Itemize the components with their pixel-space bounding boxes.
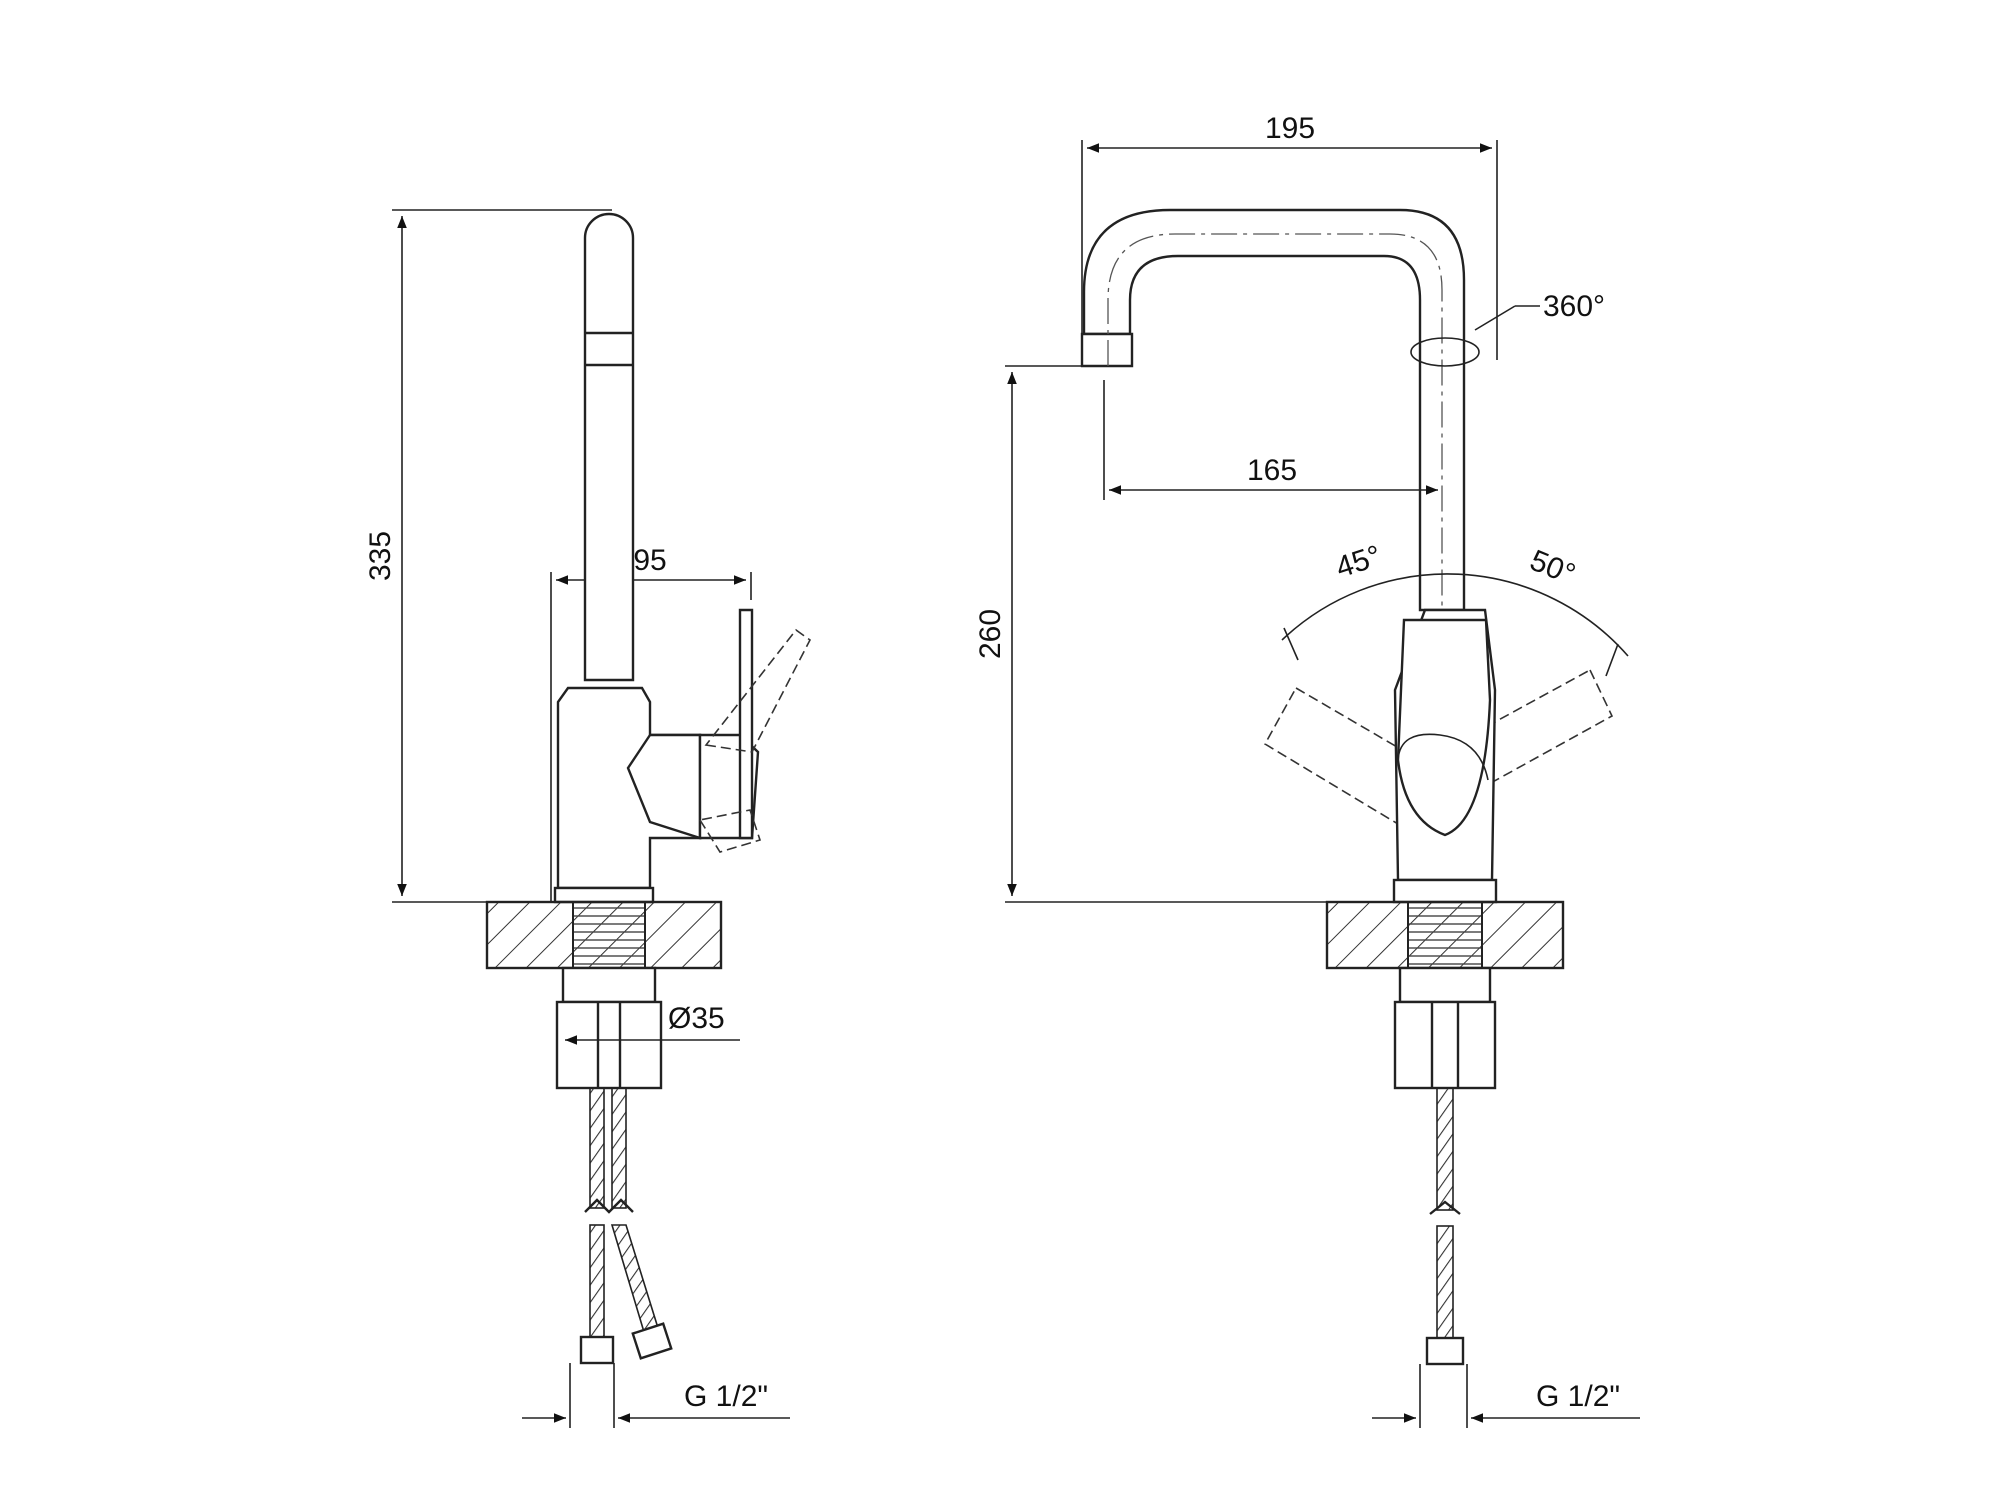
side-hose-lower-right [610, 1224, 660, 1333]
front-angle-right-label: 50° [1525, 544, 1579, 592]
side-shank [561, 966, 657, 1004]
front-height-label: 260 [974, 609, 1007, 659]
front-lever-contour [1397, 733, 1489, 781]
side-base-ring [553, 886, 655, 904]
front-threaded-shank [1407, 901, 1483, 969]
front-lock-nut [1393, 1000, 1497, 1090]
front-rotation-ellipse [1410, 337, 1480, 367]
front-lever [1396, 618, 1492, 837]
front-offset-label: 165 [1247, 454, 1297, 487]
front-hose-lower [1436, 1225, 1454, 1339]
side-body-neck [626, 733, 702, 840]
side-view: 335 95 Ø35 [364, 209, 812, 1428]
front-thread-label: G 1/2" [1536, 1380, 1620, 1413]
side-threaded-shank [572, 901, 646, 969]
front-hose-upper [1436, 1087, 1454, 1211]
front-spout [1082, 208, 1466, 612]
side-thread-label: G 1/2" [684, 1380, 768, 1413]
front-reach-label: 195 [1265, 112, 1315, 145]
front-angle-arc [1281, 573, 1629, 657]
front-angle-tick-right [1605, 643, 1619, 677]
front-angle-left-label: 45° [1332, 539, 1385, 584]
side-hose-fitting-left [579, 1335, 615, 1365]
front-hose-fitting [1425, 1336, 1465, 1366]
side-hose-lower-left [589, 1224, 605, 1338]
front-view: 195 360° 165 260 45° 50° [974, 112, 1640, 1428]
side-lever-alt-hub [698, 809, 762, 853]
front-hose-break [1429, 1200, 1461, 1215]
side-height-label: 335 [364, 531, 397, 581]
front-rotation-label: 360° [1543, 290, 1605, 323]
front-shank [1398, 966, 1492, 1004]
side-diameter-label: Ø35 [668, 1002, 725, 1035]
front-base-ring [1392, 878, 1498, 904]
side-offset-label: 95 [633, 544, 666, 577]
side-lever-alt-position [704, 628, 812, 753]
side-lock-nut [555, 1000, 663, 1090]
front-spout-outlet [1080, 332, 1134, 368]
side-spout-tube [583, 212, 635, 682]
side-hose-upper-left [589, 1087, 605, 1209]
front-rotation-leader [1474, 305, 1516, 331]
side-hose-fitting-right [631, 1322, 673, 1360]
front-angle-tick-left [1283, 627, 1299, 661]
front-spout-centerline [1107, 233, 1443, 880]
side-lever-handle [738, 608, 754, 840]
side-hose-break [584, 1198, 634, 1214]
side-hose-upper-right [611, 1087, 627, 1209]
